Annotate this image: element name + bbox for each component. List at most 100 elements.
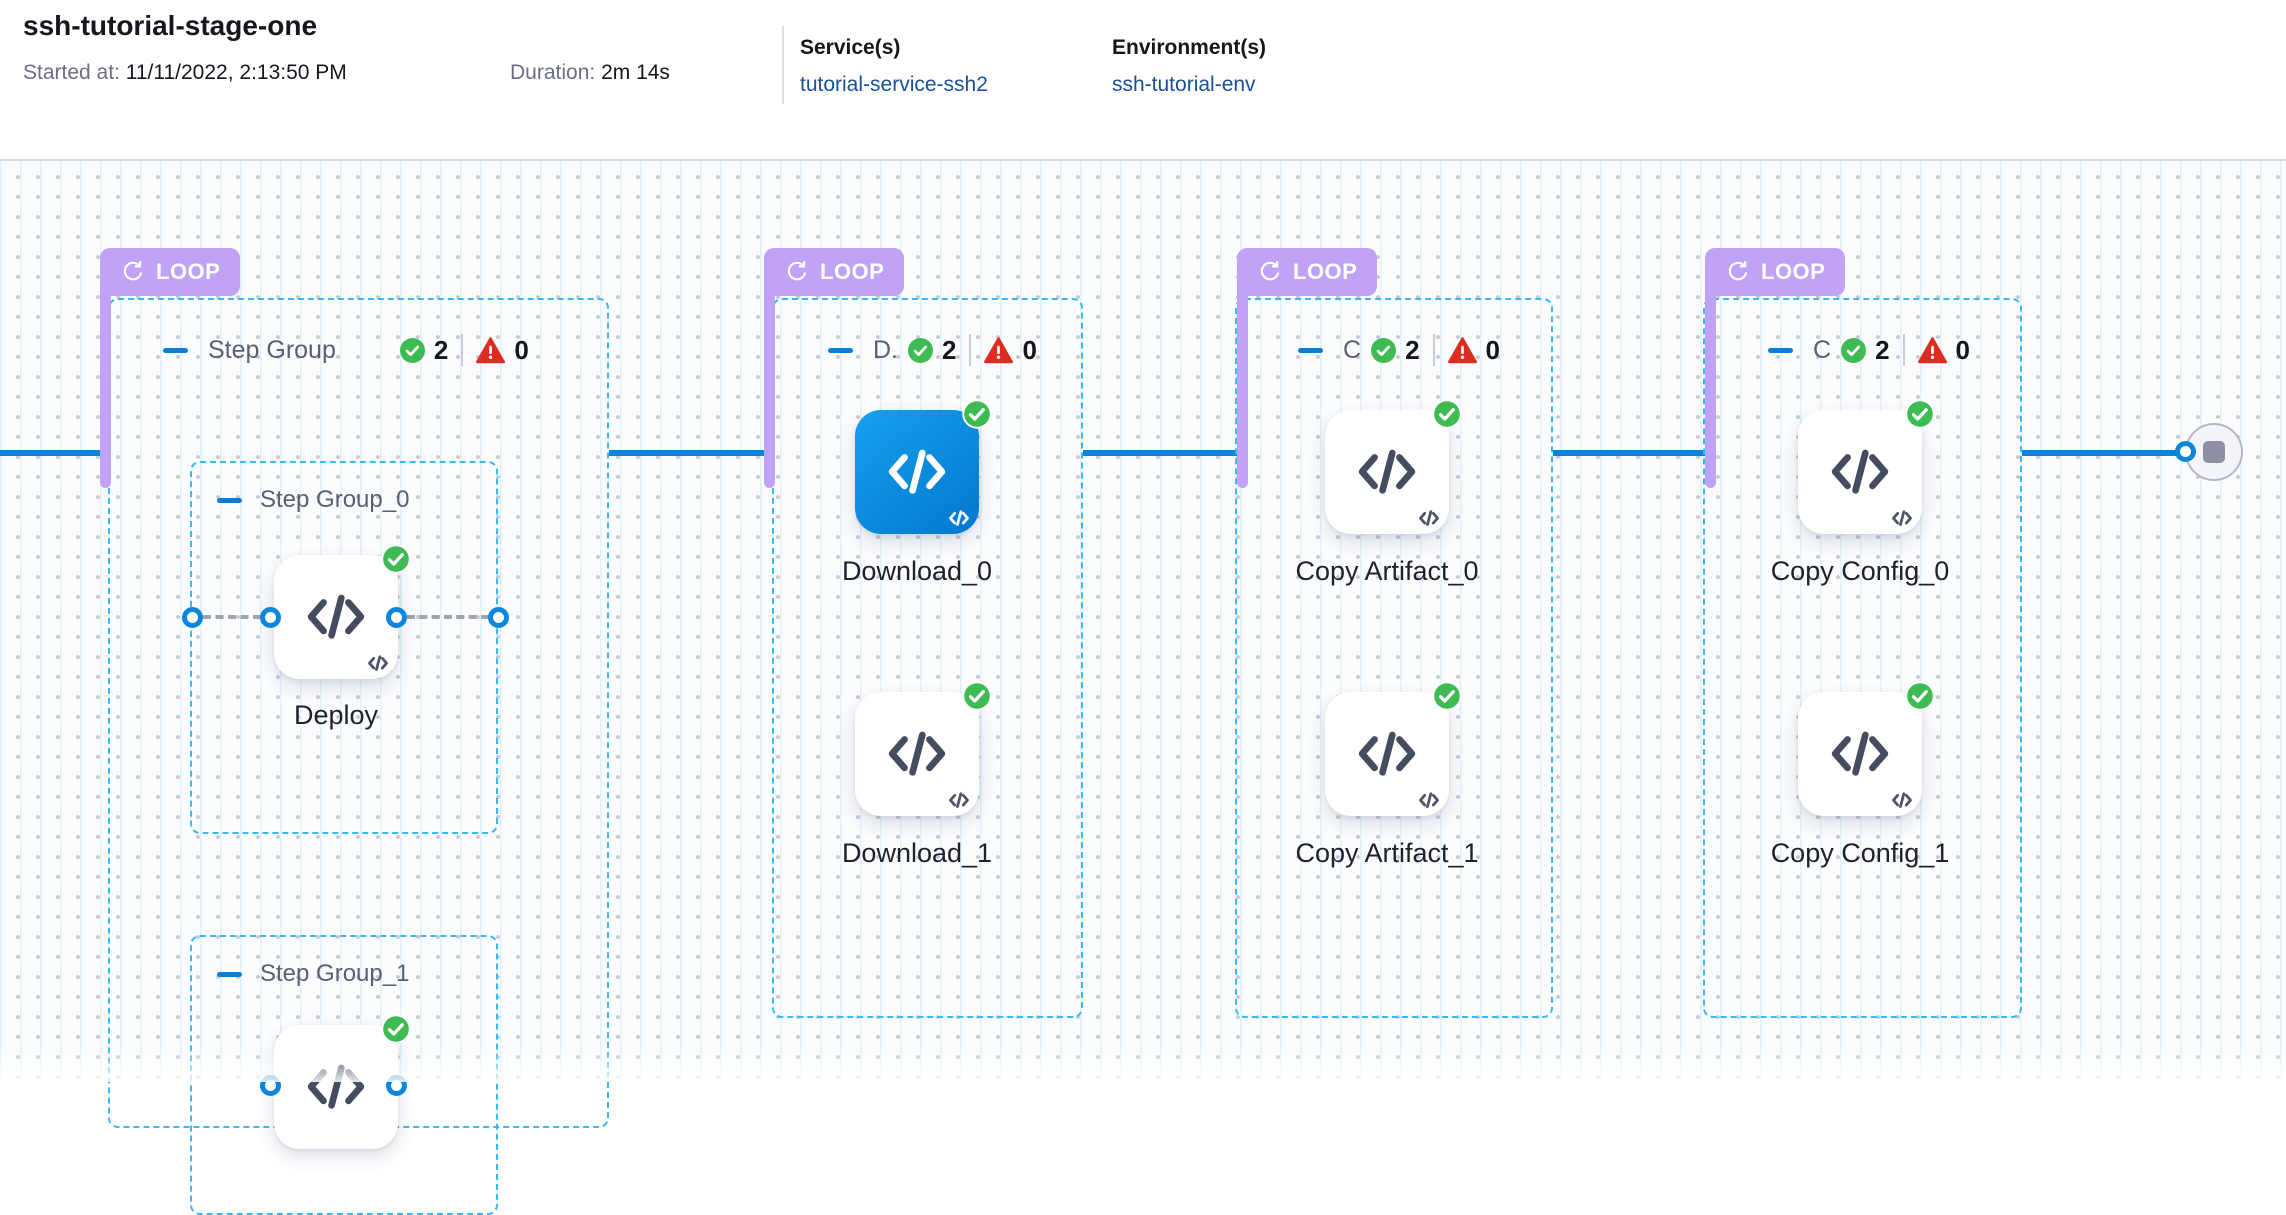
loop-icon — [120, 259, 146, 285]
step-tile[interactable] — [274, 1025, 398, 1149]
connector-line — [2022, 450, 2190, 456]
step-label: Copy Artifact_0 — [1267, 556, 1507, 587]
failure-count: 0 — [1956, 335, 1970, 366]
stage-head: Step Group 2 0 — [110, 334, 607, 366]
group-head: Step Group_1 — [217, 960, 409, 988]
failure-count: 0 — [1486, 335, 1500, 366]
stage-name: C — [1343, 336, 1361, 365]
services-label: Service(s) — [800, 36, 988, 60]
loop-badge-label: LOOP — [1293, 259, 1357, 285]
drag-handle[interactable] — [386, 1075, 407, 1096]
success-count: 2 — [1405, 335, 1419, 366]
success-icon — [1841, 338, 1866, 363]
loop-badge[interactable]: LOOP — [100, 248, 240, 296]
loop-icon — [1257, 259, 1283, 285]
drag-handle[interactable] — [182, 607, 203, 628]
drag-handle[interactable] — [488, 607, 509, 628]
group-name: Step Group_1 — [260, 960, 409, 988]
count-divider — [969, 334, 971, 366]
stage-card-copy-config[interactable]: C 2 0 — [1703, 298, 2022, 1018]
drag-handle[interactable] — [260, 607, 281, 628]
step-label: Download_0 — [797, 556, 1037, 587]
connector-line — [1553, 450, 1709, 456]
loop-tail — [1705, 282, 1716, 488]
code-mini-icon — [1891, 509, 1913, 527]
success-icon — [400, 338, 425, 363]
loop-badge[interactable]: LOOP — [764, 248, 904, 296]
code-icon — [1828, 445, 1892, 498]
connector-line — [609, 450, 768, 456]
collapse-icon[interactable] — [163, 348, 188, 353]
selection-dash — [203, 615, 261, 619]
step-label: Copy Config_0 — [1740, 556, 1980, 587]
drag-handle[interactable] — [260, 1075, 281, 1096]
loop-tail — [100, 282, 111, 488]
group-head: Step Group_0 — [217, 486, 409, 514]
stage-head: C 2 0 — [1237, 334, 1551, 366]
success-icon — [1432, 681, 1462, 711]
success-icon — [1905, 681, 1935, 711]
success-icon — [1371, 338, 1396, 363]
drag-handle[interactable] — [386, 607, 407, 628]
loop-badge-label: LOOP — [156, 259, 220, 285]
code-icon — [304, 590, 368, 643]
collapse-icon[interactable] — [1298, 348, 1323, 353]
step-label: Download_1 — [797, 838, 1037, 869]
code-mini-icon — [1891, 791, 1913, 809]
step-tile-deploy[interactable] — [274, 555, 398, 679]
loop-badge-label: LOOP — [820, 259, 884, 285]
code-mini-icon — [1418, 791, 1440, 809]
collapse-icon[interactable] — [1768, 348, 1793, 353]
success-count: 2 — [1875, 335, 1889, 366]
code-icon — [1828, 727, 1892, 780]
step-tile-copy-config-0[interactable] — [1798, 410, 1922, 534]
loop-tail — [1237, 282, 1248, 488]
started-at: Started at: 11/11/2022, 2:13:50 PM — [23, 61, 347, 85]
code-mini-icon — [948, 791, 970, 809]
count-divider — [1433, 334, 1435, 366]
loop-badge[interactable]: LOOP — [1705, 248, 1845, 296]
success-count: 2 — [942, 335, 956, 366]
stage-name: C — [1813, 336, 1831, 365]
stage-head: C 2 0 — [1705, 334, 2020, 366]
step-tile-download-0[interactable] — [855, 410, 979, 534]
loop-badge-label: LOOP — [1761, 259, 1825, 285]
stage-card-download[interactable]: D. 2 0 — [772, 298, 1083, 1018]
step-label: Copy Artifact_1 — [1267, 838, 1507, 869]
environments-label: Environment(s) — [1112, 36, 1266, 60]
code-icon — [1355, 445, 1419, 498]
duration-label: Duration: — [510, 61, 595, 84]
step-tile-copy-config-1[interactable] — [1798, 692, 1922, 816]
loop-badge[interactable]: LOOP — [1237, 248, 1377, 296]
failure-count: 0 — [1022, 335, 1036, 366]
step-tile-copy-artifact-0[interactable] — [1325, 410, 1449, 534]
loop-icon — [1725, 259, 1751, 285]
collapse-icon[interactable] — [828, 348, 853, 353]
environment-link[interactable]: ssh-tutorial-env — [1112, 73, 1266, 97]
stage-header: ssh-tutorial-stage-one Started at: 11/11… — [0, 0, 2286, 161]
end-node-port — [2175, 441, 2196, 462]
stage-card-copy-artifact[interactable]: C 2 0 — [1235, 298, 1553, 1018]
success-icon — [962, 399, 992, 429]
step-label: Deploy — [216, 700, 456, 731]
success-icon — [1432, 399, 1462, 429]
collapse-icon[interactable] — [217, 498, 242, 503]
step-tile-copy-artifact-1[interactable] — [1325, 692, 1449, 816]
services-block: Service(s) tutorial-service-ssh2 — [800, 36, 988, 97]
success-count: 2 — [434, 335, 448, 366]
code-mini-icon — [367, 654, 389, 672]
stage-title: ssh-tutorial-stage-one — [23, 10, 317, 42]
success-icon — [1905, 399, 1935, 429]
count-divider — [461, 334, 463, 366]
service-link[interactable]: tutorial-service-ssh2 — [800, 73, 988, 97]
connector-line — [1083, 450, 1241, 456]
started-at-value: 11/11/2022, 2:13:50 PM — [126, 61, 347, 84]
success-icon — [381, 1014, 411, 1044]
step-tile-download-1[interactable] — [855, 692, 979, 816]
code-icon — [885, 727, 949, 780]
failure-count: 0 — [514, 335, 528, 366]
loop-icon — [784, 259, 810, 285]
collapse-icon[interactable] — [217, 972, 242, 977]
step-label: Copy Config_1 — [1740, 838, 1980, 869]
stop-icon — [2203, 441, 2225, 463]
